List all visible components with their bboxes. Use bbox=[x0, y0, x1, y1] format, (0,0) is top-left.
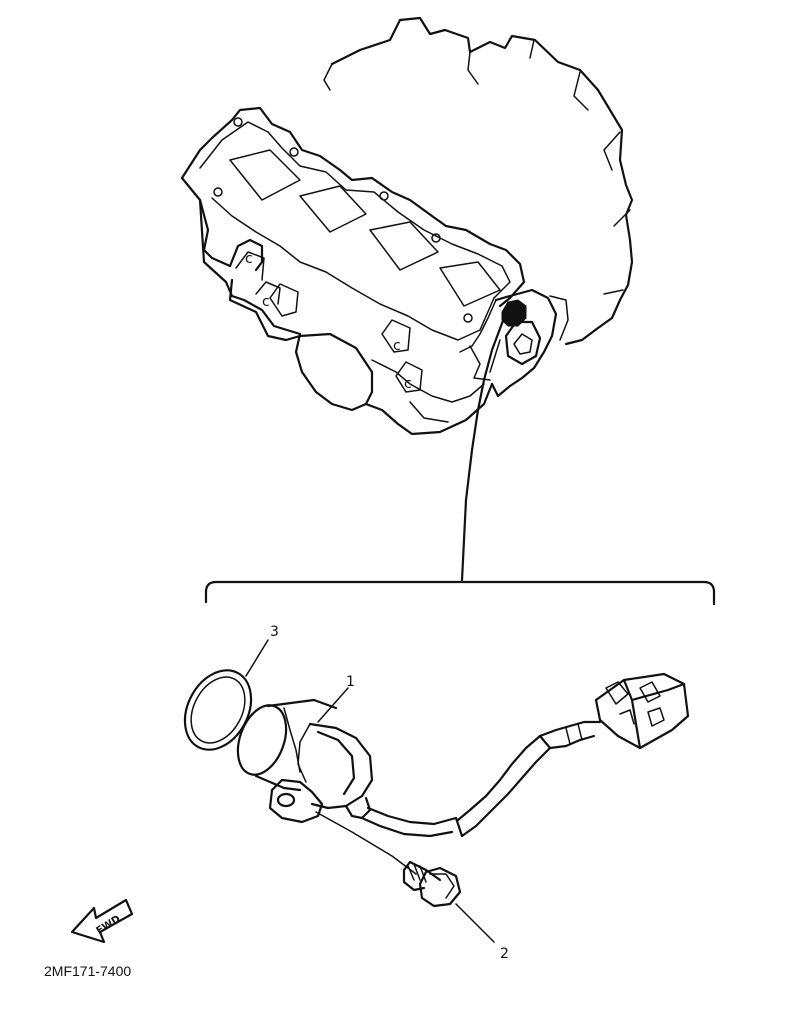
o-ring bbox=[183, 669, 253, 751]
callout-1-leader bbox=[317, 687, 349, 723]
boss-mark: c bbox=[393, 338, 401, 354]
callout-3-label: 3 bbox=[270, 624, 279, 640]
part-code: 2MF171-7400 bbox=[44, 963, 131, 979]
bolt bbox=[315, 811, 462, 908]
callout-2-leader bbox=[455, 903, 495, 943]
engine-block: c c c c bbox=[180, 16, 634, 436]
boss-mark: c bbox=[404, 376, 412, 392]
boss-mark: c bbox=[245, 251, 253, 267]
boss-mark: c bbox=[262, 294, 270, 310]
leader-line bbox=[460, 316, 506, 582]
callout-2-label: 2 bbox=[500, 946, 509, 962]
callout-1-label: 1 bbox=[346, 674, 355, 690]
sensor-assembly bbox=[236, 672, 690, 838]
group-bracket bbox=[204, 580, 716, 606]
callout-3-leader bbox=[245, 639, 269, 677]
forward-arrow-icon: FWD bbox=[70, 898, 134, 944]
